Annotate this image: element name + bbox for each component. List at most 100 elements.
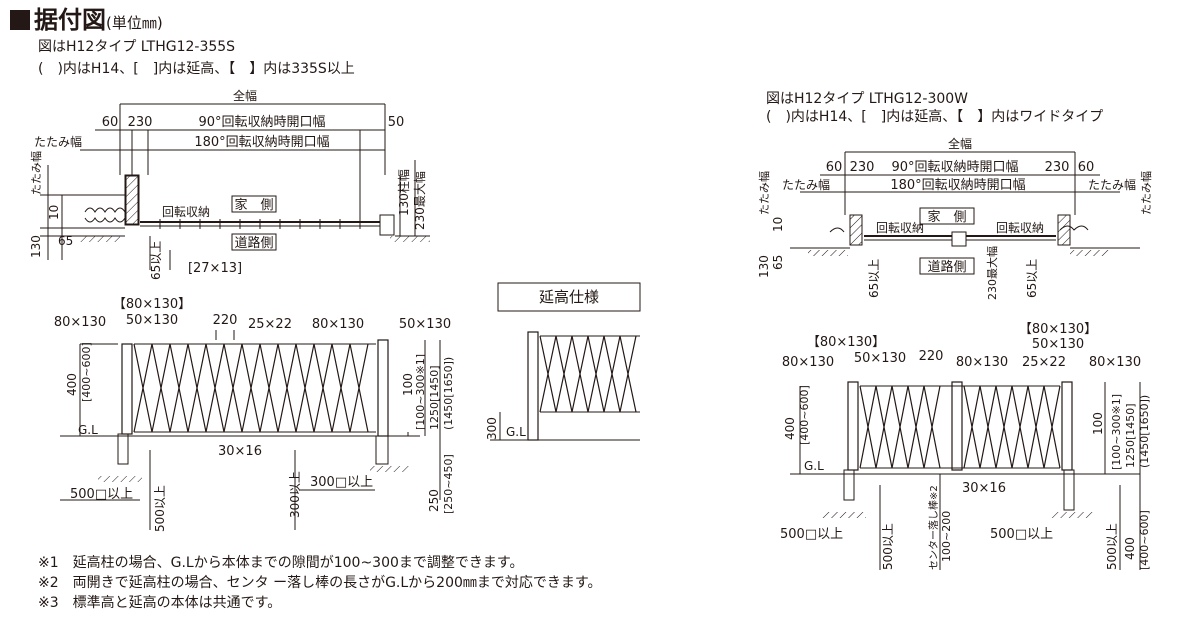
dim-base-500: 500□以上 bbox=[70, 487, 133, 502]
r-dim-100-range: [100~300※1] bbox=[1110, 394, 1123, 470]
dim-220: 220 bbox=[213, 313, 238, 328]
label-rotate-storage: 回転収納 bbox=[162, 205, 210, 219]
r-dim-1250: 1250[1450] bbox=[1124, 403, 1137, 468]
square-bullet-icon bbox=[10, 10, 30, 30]
left-elevation-view: 80×130 【80×130】 50×130 220 25×22 80×130 … bbox=[54, 297, 455, 532]
dim-230: 230 bbox=[128, 115, 153, 130]
r-label-rotate-right: 回転収納 bbox=[996, 221, 1044, 235]
r-dim-base-500-left: 500□以上 bbox=[780, 527, 843, 542]
r-dim-180-opening: 180°回転収納時開口幅 bbox=[890, 178, 1025, 193]
r-dim-100: 100 bbox=[1091, 412, 1105, 435]
r-dim-400: 400 bbox=[783, 417, 797, 440]
r-dim-post-50x130: 50×130 bbox=[854, 351, 906, 366]
left-plan-view: 家 側 道路側 全幅 60 230 90°回転収納時開口幅 50 180°回転収… bbox=[29, 88, 430, 280]
dim-post-wide: 【80×130】 bbox=[113, 297, 191, 312]
dim-post-50x130: 50×130 bbox=[126, 313, 178, 328]
dim-1250: 1250[1450] bbox=[428, 365, 441, 430]
extension-spec-label: 延高仕様 bbox=[539, 288, 599, 306]
left-caption-1: 図はH12タイプ LTHG12-355S bbox=[38, 39, 236, 55]
r-dim-60: 60 bbox=[826, 160, 843, 175]
dim-400-range: [400~600] bbox=[80, 342, 93, 402]
label-road-side: 道路側 bbox=[234, 235, 273, 251]
r-dim-65: 65 bbox=[771, 255, 785, 270]
r-dim-400-bottom-range: [400~600] bbox=[1138, 510, 1151, 570]
dim-post-end-50x130: 50×130 bbox=[399, 317, 451, 332]
dim-250-range: [250~450] bbox=[442, 454, 455, 514]
dim-65-min: 65以上 bbox=[149, 241, 163, 280]
dim-base-300-depth: 300以上 bbox=[288, 471, 302, 518]
r-label-gl: G.L bbox=[804, 459, 824, 473]
right-plan-view: 家 側 道路側 全幅 60 230 90°回転収納時開口幅 230 60 180… bbox=[757, 136, 1153, 300]
r-dim-post-end-80x130: 80×130 bbox=[1089, 355, 1141, 370]
dim-folding-width: たたみ幅 bbox=[34, 134, 82, 149]
r-label-rotate-left: 回転収納 bbox=[876, 221, 924, 235]
r-dim-center-drop: センター落し棒※2 bbox=[927, 485, 940, 570]
r-dim-folding-vertical-right: たたみ幅 bbox=[1140, 171, 1153, 215]
dim-100: 100 bbox=[401, 373, 415, 396]
title-text: 据付図 bbox=[34, 6, 106, 34]
left-caption-2: ( )内はH14、[ ]内は延高、【 】内は335S以上 bbox=[38, 61, 355, 77]
dim-65: 65 bbox=[58, 234, 73, 248]
dim-base-300: 300□以上 bbox=[310, 475, 373, 490]
ext-dim-300: 300 bbox=[485, 417, 499, 440]
r-dim-90-opening: 90°回転収納時開口幅 bbox=[891, 160, 1018, 175]
r-label-house-side: 家 側 bbox=[927, 209, 966, 225]
r-dim-230: 230 bbox=[850, 160, 875, 175]
right-elevation-view: 【80×130】 80×130 50×130 220 80×130 25×22 … bbox=[780, 322, 1151, 570]
r-dim-230-right: 230 bbox=[1045, 160, 1070, 175]
dim-100-range: [100~300※1] bbox=[414, 354, 427, 430]
r-dim-400-range: [400~600] bbox=[798, 385, 811, 445]
r-dim-drop-range: 100~200 bbox=[940, 511, 953, 562]
dim-post-mid-80x130: 80×130 bbox=[312, 317, 364, 332]
r-dim-base-500-depth-right: 500以上 bbox=[1105, 523, 1119, 570]
page-title: 据付図(単位㎜) bbox=[10, 8, 163, 32]
r-dim-base-500-right: 500□以上 bbox=[990, 527, 1053, 542]
right-caption-1: 図はH12タイプ LTHG12-300W bbox=[766, 91, 969, 107]
dim-rail: [27×13] bbox=[188, 261, 242, 276]
dim-180-opening: 180°回転収納時開口幅 bbox=[194, 135, 329, 150]
r-dim-65-min-right: 65以上 bbox=[1025, 259, 1039, 298]
r-dim-post-80x130: 80×130 bbox=[782, 355, 834, 370]
unit-note: (単位㎜) bbox=[106, 14, 163, 32]
r-dim-max-230: 230最大幅 bbox=[985, 246, 999, 300]
dim-90-opening: 90°回転収納時開口幅 bbox=[198, 115, 325, 130]
r-dim-base-500-depth-left: 500以上 bbox=[881, 523, 895, 570]
r-dim-folding-left: たたみ幅 bbox=[782, 177, 830, 192]
dim-folding-vertical: たたみ幅 bbox=[30, 151, 43, 195]
r-dim-post-end-50x130: 50×130 bbox=[1032, 337, 1084, 352]
dim-130: 130 bbox=[29, 235, 43, 258]
ext-label-gl: G.L bbox=[506, 425, 526, 439]
dim-overall-width: 全幅 bbox=[233, 88, 257, 103]
dim-250: 250 bbox=[427, 489, 441, 512]
r-dim-10: 10 bbox=[771, 217, 785, 232]
r-dim-folding-right: たたみ幅 bbox=[1088, 177, 1136, 192]
dim-base-500-depth: 500以上 bbox=[153, 485, 167, 532]
r-dim-overall-width: 全幅 bbox=[948, 136, 972, 151]
dim-max-230: 230最大幅 bbox=[412, 171, 427, 230]
note-1: ※1 延高柱の場合、G.Lから本体までの隙間が100~300まで調整できます。 bbox=[38, 555, 524, 571]
r-dim-1450: (1450[1650]) bbox=[1138, 395, 1151, 468]
r-dim-65-min: 65以上 bbox=[867, 259, 881, 298]
r-dim-post-end-wide: 【80×130】 bbox=[1019, 322, 1097, 337]
r-dim-60-right: 60 bbox=[1078, 160, 1095, 175]
r-dim-220: 220 bbox=[919, 349, 944, 364]
r-dim-folding-vertical: たたみ幅 bbox=[758, 171, 771, 215]
r-label-road-side: 道路側 bbox=[927, 259, 966, 275]
dim-30x16: 30×16 bbox=[218, 444, 262, 459]
dim-1450: (1450[1650]) bbox=[442, 357, 455, 430]
r-dim-400-bottom: 400 bbox=[1123, 537, 1137, 560]
label-gl: G.L bbox=[78, 423, 98, 437]
r-dim-post-wide: 【80×130】 bbox=[807, 335, 885, 350]
extension-spec-view: 延高仕様 300 G.L bbox=[485, 282, 641, 441]
label-house-side: 家 側 bbox=[234, 197, 273, 213]
dim-60: 60 bbox=[102, 115, 119, 130]
note-2: ※2 両開きで延高柱の場合、センタ ー落し棒の長さがG.Lから200㎜まで対応で… bbox=[38, 575, 602, 591]
dim-10: 10 bbox=[47, 205, 61, 220]
dim-pillar-130: 130柱幅 bbox=[396, 169, 411, 216]
r-dim-30x16: 30×16 bbox=[962, 481, 1006, 496]
r-dim-post-mid-80x130: 80×130 bbox=[956, 355, 1008, 370]
dim-25x22: 25×22 bbox=[248, 317, 292, 332]
r-dim-130: 130 bbox=[757, 255, 771, 278]
dim-50: 50 bbox=[388, 115, 405, 130]
